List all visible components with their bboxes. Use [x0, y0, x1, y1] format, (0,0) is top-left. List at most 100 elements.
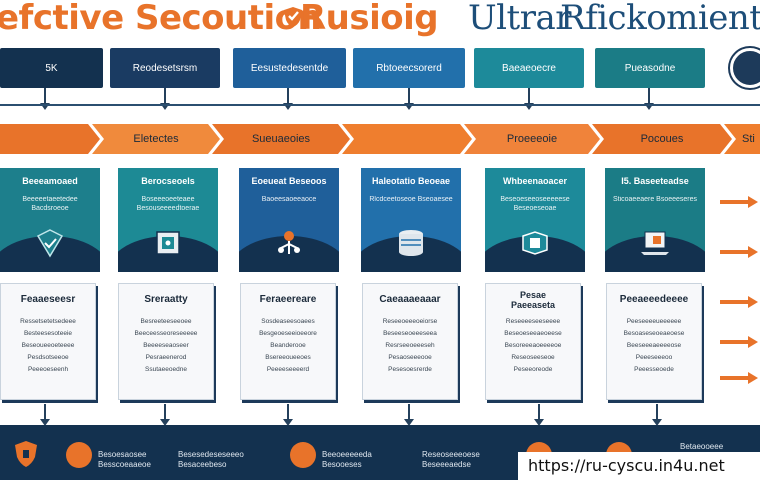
document-line: Beseoueeoeteeee: [21, 342, 75, 349]
laptop-icon: [641, 231, 669, 255]
right-arrow-icon: [720, 372, 758, 384]
document-text: Peeseeeeueeeeee Besoaseseoeaeoese Beesee…: [611, 316, 697, 376]
document-line: Reseoseeseoe: [511, 354, 555, 361]
document-text: Reseeeeseeseeee Beseoeseeaeoeese Besoree…: [490, 316, 576, 376]
document-line: Bsereeoueeoes: [265, 354, 311, 361]
document-text: Besreeteeseeoee Beeceesseoreseeeee Beeee…: [123, 316, 209, 376]
document-icon: [522, 231, 548, 255]
document-line: Pesesoesrerde: [388, 366, 432, 373]
step-card-heading: I5. Baseeteadse: [621, 176, 689, 186]
right-arrow-icon: [720, 246, 758, 258]
document-title: Peeaeeedeeee: [619, 294, 689, 305]
connector-arrow: [652, 404, 662, 426]
step-card-3: Eoeueat Beseoos Baoeesaoeeaoce: [239, 168, 339, 272]
document-line: Besoreeeaoeeeeoe: [504, 342, 562, 349]
document-line: Beeseeeaeeeeose: [626, 342, 682, 349]
document-line: Resrseeoeeeseh: [385, 342, 435, 349]
phase-chevron-1: [0, 124, 100, 154]
step-card-heading: Eoeueat Beseoos: [251, 176, 327, 186]
document-text: Reseeoeeeoeiorse Beseeseoeeeseea Resrsee…: [367, 316, 453, 376]
top-box-1: 5K: [0, 48, 103, 88]
title-part-2: Rusioig: [300, 0, 439, 38]
step-card-4: Haleotatio Beoeae Rlcdceetoseoe Bseoaese…: [361, 168, 461, 272]
timeline-line: [0, 104, 760, 106]
connector-arrow: [160, 88, 170, 110]
document-line: Beeeeseaoseer: [143, 342, 189, 349]
connector-arrow: [404, 404, 414, 426]
bullet-circle-icon: [290, 442, 316, 468]
document-line: Pesdsotseeoe: [27, 354, 69, 361]
right-arrow-icon: [720, 196, 758, 208]
connector-arrow: [524, 88, 534, 110]
title-part-1: efctive Secoution: [0, 0, 322, 38]
detail-document-6: Peeaeeedeeee Peeseeeeueeeeee Besoaseseoe…: [606, 283, 702, 400]
step-card-subtitle: Baoeesaoeeaoce: [261, 196, 317, 203]
detail-document-1: Feaaeseesr Ressetsetetsedeee Besteesesot…: [0, 283, 96, 400]
step-card-heading: Whbeenaoacer: [502, 176, 568, 186]
page-title: efctive Secoution Rusioig Ultrar Rfickom…: [0, 0, 760, 40]
connector-arrow: [644, 88, 654, 110]
step-card-heading: Haleotatio Beoeae: [371, 176, 451, 186]
document-line: Beseoeseeaeoeese: [504, 330, 562, 337]
phase-chevron-5: Proeeeoie: [464, 124, 600, 154]
document-title: Feraeereare: [259, 294, 317, 305]
document-line: Peseeoreode: [513, 366, 553, 373]
phase-chevron-6: Pocoues: [592, 124, 732, 154]
title-part-3: Ultrar: [468, 0, 571, 38]
connector-arrow: [404, 88, 414, 110]
shield-check-icon: [284, 7, 302, 27]
footer-item-1: Besoesaosee Besscoeaaeoe: [98, 450, 151, 469]
server-icon: [399, 230, 423, 256]
document-line: Ssutaeeoedne: [145, 366, 187, 373]
tree-network-icon: [278, 231, 300, 254]
document-title: Pesae Paeeaseta: [510, 290, 556, 310]
document-line: Besteesesoteeie: [23, 330, 73, 337]
step-card-2: Berocseoels Boseeeoeeteaee Besouseeeedto…: [118, 168, 218, 272]
document-line: Sosdeaseesoaees: [261, 318, 315, 325]
phase-chevron-band: Eletectes Sueuaeoies Proeeeoie Pocoues S…: [0, 124, 760, 154]
top-box-6: Pueasodne: [595, 48, 705, 88]
step-card-subtitle: Beseoeseeoseeeeese Beseoeseoae: [500, 196, 570, 212]
detail-document-3: Feraeereare Sosdeaseesoaees Besgeoeseeio…: [240, 283, 336, 400]
document-line: Reseeeeseeseeee: [505, 318, 561, 325]
document-line: Peeeeseeeerd: [266, 366, 310, 373]
document-text: Ressetsetetsedeee Besteesesoteeie Beseou…: [5, 316, 91, 376]
title-part-4: Rfickomientl: [560, 0, 760, 38]
document-line: Besgeoeseeioeeore: [259, 330, 317, 337]
step-card-heading: Beeeamoaed: [22, 176, 78, 186]
step-card-5: Whbeenaoacer Beseoeseeoseeeeese Beseoese…: [485, 168, 585, 272]
document-line: Ressetsetetsedeee: [20, 318, 76, 325]
document-title: Feaaeseesr: [20, 294, 76, 305]
top-box-3: Eesustedesentde: [233, 48, 346, 88]
document-line: Besreeteeseeoee: [140, 318, 192, 325]
document-title: Sreraatty: [144, 294, 188, 305]
bullet-circle-icon: [66, 442, 92, 468]
detail-document-2: Sreraatty Besreeteeseeoee Beeceesseorese…: [118, 283, 214, 400]
connector-arrow: [40, 88, 50, 110]
connector-arrow: [534, 404, 544, 426]
phase-chevron-2: Eletectes: [92, 124, 220, 154]
top-box-2: Reodesetsrsm: [110, 48, 220, 88]
phase-chevron-4: [342, 124, 472, 154]
top-corner-circle: [730, 48, 760, 88]
step-card-subtitle: Rlcdceetoseoe Bseoaesee: [369, 196, 453, 203]
document-line: Peeeseeeoo: [635, 354, 673, 361]
document-line: Beseeseoeeeseea: [383, 330, 437, 337]
connector-arrow: [40, 404, 50, 426]
watermark-url[interactable]: https://ru-cyscu.in4u.net: [518, 452, 760, 480]
phase-chevron-3: Sueuaeoies: [212, 124, 350, 154]
document-text: Sosdeaseesoaees Besgeoeseeioeeore Beande…: [245, 316, 331, 376]
top-box-5: Baeaeoecre: [474, 48, 584, 88]
document-line: Pesraeenerod: [145, 354, 187, 361]
step-card-heading: Berocseoels: [141, 176, 195, 186]
shield-icon: [15, 441, 37, 467]
step-card-subtitle: Boseeeoeeteaee Besouseeeedtoerae: [136, 196, 200, 212]
connector-arrow: [160, 404, 170, 426]
step-card-subtitle: Beeeeetaeetedee Bacdsroeoe: [22, 196, 78, 212]
document-line: Beeceesseoreseeeee: [134, 330, 198, 337]
detail-document-5: Pesae Paeeaseta Reseeeeseeseeee Beseoese…: [485, 283, 581, 400]
top-box-4: Rbtoeecsorerd: [353, 48, 465, 88]
document-line: Pesaoseeeooe: [388, 354, 432, 361]
right-arrow-icon: [720, 336, 758, 348]
shield-check-icon: [36, 229, 64, 258]
